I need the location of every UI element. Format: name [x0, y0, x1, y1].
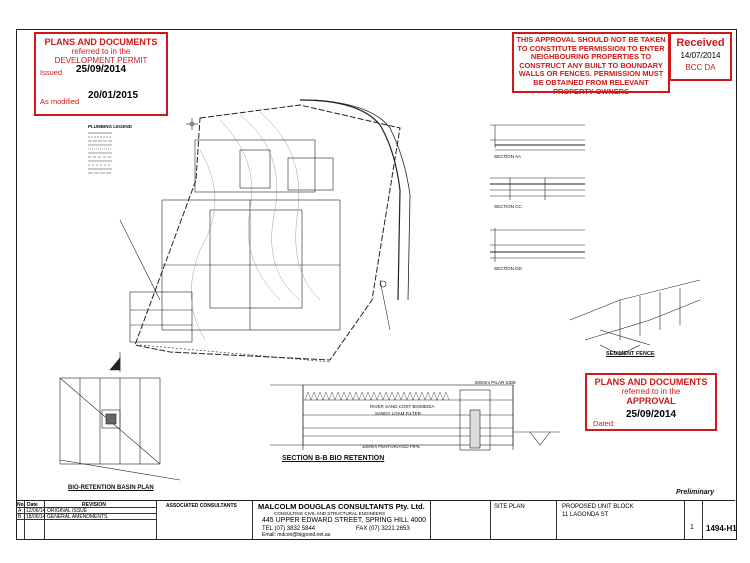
modified-date: 20/01/2015: [88, 90, 139, 101]
modified-label: As modified: [40, 97, 80, 106]
approval-stamp-title: PLANS AND DOCUMENTS: [594, 377, 708, 387]
firm-address: 445 UPPER EDWARD STREET, SPRING HILL 400…: [262, 517, 427, 524]
plumbing-legend-title: PLUMBING LEGEND: [88, 124, 133, 129]
rev-row-no: B: [18, 514, 22, 520]
rev-date-header: Date: [27, 502, 38, 508]
development-permit-stamp: PLANS AND DOCUMENTS referred to in the D…: [34, 32, 168, 116]
river-sand-label: RIVER SAND COST BIOMEDIA: [370, 404, 435, 409]
approval-type: APPROVAL: [626, 396, 676, 406]
section-aa-label: SECTION AA: [494, 154, 522, 159]
firm-tel: TEL (07) 3832 5844: [262, 526, 316, 532]
neighbouring-property-warning: THIS APPROVAL SHOULD NOT BE TAKEN TO CON…: [512, 32, 670, 95]
perforated-pipe-label: 100mm PERFORATED PIPE: [362, 444, 421, 449]
received-stamp: Received 14/07/2014 BCC DA: [669, 32, 732, 81]
rev-no-header: No.: [17, 502, 26, 508]
firm-email: Email: mdcon@bigpond.net.au: [262, 532, 331, 538]
rev-row-no: A: [18, 508, 22, 514]
issued-date: 25/09/2014: [76, 64, 127, 75]
sheet-number: 1: [690, 524, 694, 531]
section-dd-label: SECTION DD: [494, 266, 522, 271]
pilar-label: 600mm PILAR SIDE: [475, 380, 517, 385]
firm-fax: FAX (07) 3221 2653: [356, 526, 410, 532]
job-number: 1494-H1: [706, 524, 737, 533]
drawing-title: SITE PLAN: [494, 504, 525, 510]
stamp-permit-type: DEVELOPMENT PERMIT: [54, 56, 148, 65]
approval-date: 25/09/2014: [625, 409, 677, 420]
dated-label: Dated:: [593, 419, 616, 428]
approval-stamp: PLANS AND DOCUMENTS referred to in the A…: [585, 373, 717, 431]
project-name: PROPOSED UNIT BLOCK: [562, 504, 634, 510]
section-bb-label: SECTION B-B BIO RETENTION: [282, 455, 385, 462]
sediment-fence-label: SEDIMENT FENCE: [606, 351, 655, 357]
sandy-loam-label: SANDY LOAM FILTER: [375, 411, 421, 416]
issued-label: Issued: [40, 68, 63, 77]
received-title: Received: [676, 37, 725, 49]
received-council: BCC DA: [685, 63, 716, 72]
firm-subtitle: CONSULTING CIVIL AND STRUCTURAL ENGINEER…: [274, 511, 386, 516]
approval-referred: referred to in the: [621, 387, 681, 396]
project-address: 11 LAGONDA ST: [562, 512, 609, 518]
section-cc-label: SECTION CC: [494, 204, 522, 209]
rev-row-revision: GENERAL AMENDMENTS: [47, 514, 108, 520]
title-block: No. Date REVISION A 12/06/14 ORIGINAL IS…: [16, 500, 737, 539]
rev-row-date: 12/06/14: [26, 508, 46, 514]
rev-row-date: 18/06/14: [26, 514, 46, 520]
rev-revision-header: REVISION: [82, 502, 106, 508]
received-date: 14/07/2014: [680, 51, 721, 60]
stamp-referred: referred to in the: [71, 47, 131, 56]
preliminary-label: Preliminary: [676, 489, 715, 496]
rev-row-revision: ORIGINAL ISSUE: [47, 508, 88, 514]
bio-retention-plan-label: BIO-RETENTION BASIN PLAN: [68, 485, 154, 491]
firm-name: MALCOLM DOUGLAS CONSULTANTS Pty. Ltd.: [258, 502, 425, 511]
stamp-title: PLANS AND DOCUMENTS: [44, 37, 158, 47]
associated-consultants: ASSOCIATED CONSULTANTS: [166, 503, 237, 509]
